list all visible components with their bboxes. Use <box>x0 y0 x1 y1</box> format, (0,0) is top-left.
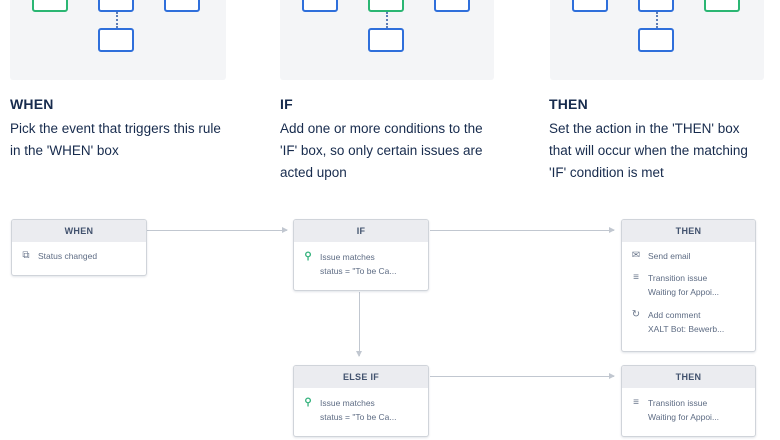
comment-icon: ↻ <box>631 309 641 320</box>
condition-line1: Issue matches <box>320 398 375 408</box>
email-icon: ✉ <box>631 250 641 261</box>
if-description: Add one or more conditions to the 'IF' b… <box>280 121 483 180</box>
connector-dots <box>386 12 388 28</box>
mini-box-green <box>368 0 404 12</box>
action-label: Add comment <box>648 310 701 320</box>
mini-box <box>638 0 674 12</box>
action-row[interactable]: ↻ Add comment XALT Bot: Bewerb... <box>622 303 755 340</box>
when-description: Pick the event that triggers this rule i… <box>10 121 221 158</box>
action-label: Transition issue <box>648 273 708 283</box>
mini-box <box>368 28 404 52</box>
if-card-header: IF <box>294 220 428 242</box>
mini-box-green <box>32 0 68 12</box>
condition-row[interactable]: ⚲ Issue matches status = "To be Ca... <box>294 242 428 282</box>
action-row[interactable]: ✉ Send email <box>622 242 755 267</box>
when-illustration <box>10 0 226 80</box>
if-illustration <box>280 0 494 80</box>
action-detail: Waiting for Appoi... <box>648 287 720 297</box>
trigger-row[interactable]: ⧉ Status changed <box>12 242 146 267</box>
mini-box <box>98 28 134 52</box>
arrow-else-if-to-then <box>430 373 615 379</box>
mini-box-green <box>704 0 740 12</box>
mini-box <box>98 0 134 12</box>
then-description: Set the action in the 'THEN' box that wi… <box>549 121 748 180</box>
action-detail: Waiting for Appoi... <box>648 412 720 422</box>
transition-icon: ≡ <box>633 272 639 283</box>
mini-box <box>572 0 608 12</box>
if-card[interactable]: IF ⚲ Issue matches status = "To be Ca... <box>293 219 429 291</box>
when-card-header: WHEN <box>12 220 146 242</box>
arrow-if-to-else-if <box>356 292 362 357</box>
status-icon: ⧉ <box>22 250 30 261</box>
mini-box <box>164 0 200 12</box>
else-if-card-header: ELSE IF <box>294 366 428 388</box>
then-title: THEN <box>549 96 588 112</box>
condition-line2: status = "To be Ca... <box>320 412 397 422</box>
then-illustration <box>550 0 764 80</box>
action-row[interactable]: ≡ Transition issue Waiting for Appoi... <box>622 388 755 428</box>
then-card[interactable]: THEN ✉ Send email ≡ Transition issue Wai… <box>621 219 756 352</box>
condition-line1: Issue matches <box>320 252 375 262</box>
then-card-2[interactable]: THEN ≡ Transition issue Waiting for Appo… <box>621 365 756 437</box>
mini-box <box>638 28 674 52</box>
mini-box <box>434 0 470 12</box>
if-title: IF <box>280 96 293 112</box>
condition-row[interactable]: ⚲ Issue matches status = "To be Ca... <box>294 388 428 428</box>
action-label: Transition issue <box>648 398 708 408</box>
when-title: WHEN <box>10 96 54 112</box>
search-icon: ⚲ <box>304 251 312 262</box>
connector-dots <box>116 12 118 28</box>
transition-icon: ≡ <box>633 397 639 408</box>
arrow-if-to-then <box>430 227 615 233</box>
action-detail: XALT Bot: Bewerb... <box>648 324 725 334</box>
mini-box <box>302 0 338 12</box>
then-card-2-header: THEN <box>622 366 755 388</box>
trigger-label: Status changed <box>38 251 98 261</box>
search-icon: ⚲ <box>304 397 312 408</box>
action-row[interactable]: ≡ Transition issue Waiting for Appoi... <box>622 267 755 303</box>
arrow-when-to-if <box>147 227 288 233</box>
action-label: Send email <box>648 251 691 261</box>
else-if-card[interactable]: ELSE IF ⚲ Issue matches status = "To be … <box>293 365 429 437</box>
then-card-header: THEN <box>622 220 755 242</box>
condition-line2: status = "To be Ca... <box>320 266 397 276</box>
connector-dots <box>656 12 658 28</box>
when-card[interactable]: WHEN ⧉ Status changed <box>11 219 147 276</box>
